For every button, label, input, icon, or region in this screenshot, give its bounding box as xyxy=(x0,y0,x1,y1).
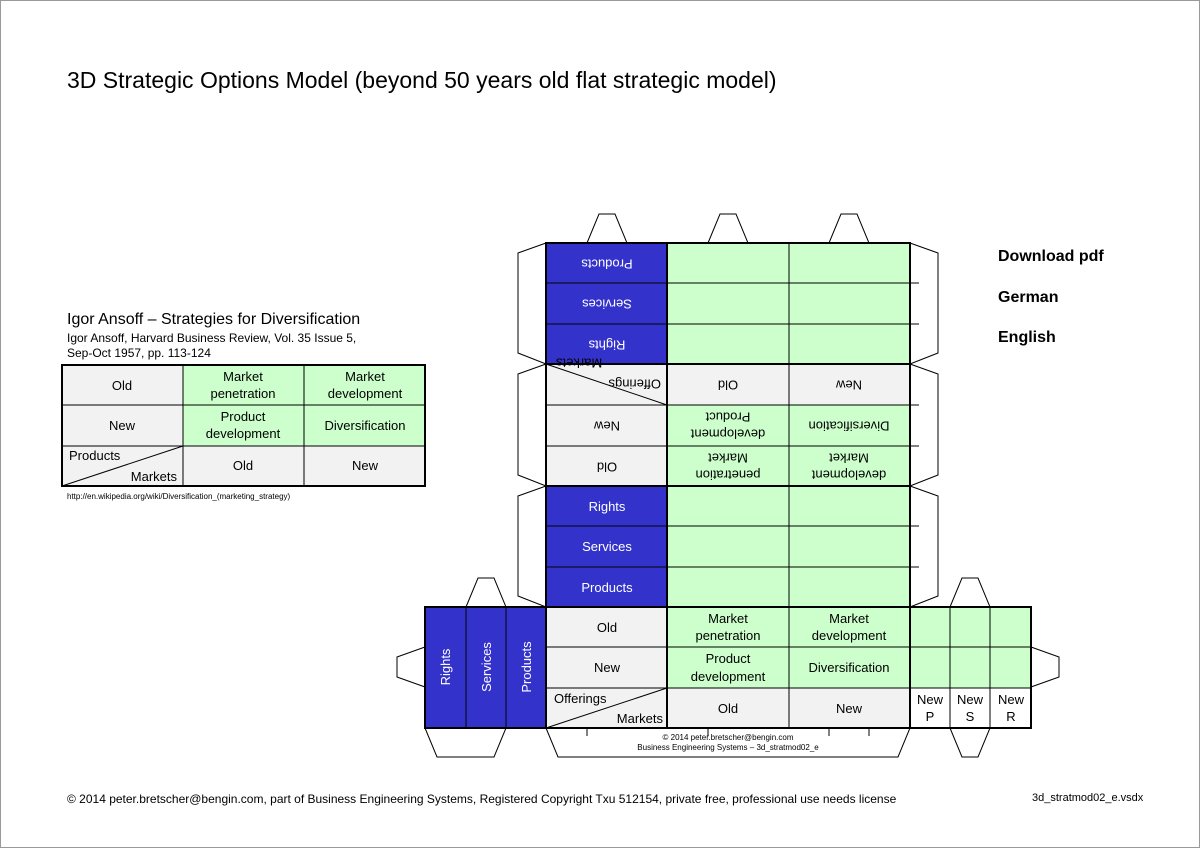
right-white-strip xyxy=(910,688,1031,728)
ansoff-row-new: New xyxy=(109,418,136,433)
cube-new-r-line1: New xyxy=(998,692,1025,707)
ansoff-reference-line2: Sep-Oct 1957, pp. 113-124 xyxy=(67,346,211,360)
english-link[interactable]: English xyxy=(998,329,1056,346)
ansoff-corner-markets: Markets xyxy=(131,469,178,484)
ansoff-cell-market-penetration xyxy=(183,365,304,405)
cube-new-s-line2: S xyxy=(966,709,975,724)
cube-col-old: Old xyxy=(718,701,738,716)
ansoff-diversification: Diversification xyxy=(325,418,406,433)
middle-label-products: Products xyxy=(581,580,633,595)
cube-net: Products Services Rights Old New New Old… xyxy=(396,213,1060,758)
cube-market-penetration-line1: Market xyxy=(708,611,748,626)
strip-label-products: Products xyxy=(519,641,534,693)
ansoff-cell-new xyxy=(62,405,183,446)
ansoff-cell-diversification xyxy=(304,405,425,446)
middle-label-services: Services xyxy=(582,539,632,554)
top-label-products: Products xyxy=(581,257,633,272)
ansoff-market-penetration-line1: Market xyxy=(223,369,263,384)
ansoff-corner-products: Products xyxy=(69,448,121,463)
flipped-corner-offerings: Offerings xyxy=(608,376,661,391)
strip-label-rights: Rights xyxy=(438,648,453,685)
bottom-blue-strip xyxy=(425,607,546,728)
middle-blue-panel xyxy=(546,486,667,607)
cube-product-development-line1: Product xyxy=(706,651,751,666)
cube-outlines xyxy=(424,242,1032,729)
flipped-diversification: Diversification xyxy=(809,419,890,434)
ansoff-market-penetration-line2: penetration xyxy=(210,386,275,401)
ansoff-cell-market-development xyxy=(304,365,425,405)
inner-file-label: Business Engineering Systems – 3d_stratm… xyxy=(637,743,819,752)
ansoff-cell-col-new xyxy=(304,446,425,486)
cube-row-old: Old xyxy=(597,620,617,635)
cube-diversification: Diversification xyxy=(809,660,890,675)
cube-product-development-line2: development xyxy=(691,669,766,684)
top-blue-panel xyxy=(546,243,667,364)
strip-label-services: Services xyxy=(479,642,494,692)
cube-market-development-line1: Market xyxy=(829,611,869,626)
ansoff-col-old: Old xyxy=(233,458,253,473)
cube-market-development-line2: development xyxy=(812,628,887,643)
cube-new-p-line1: New xyxy=(917,692,944,707)
flipped-market-development-line2: development xyxy=(811,468,886,483)
ansoff-reference-line1: Igor Ansoff, Harvard Business Review, Vo… xyxy=(67,331,357,345)
wikipedia-link[interactable]: http://en.wikipedia.org/wiki/Diversifica… xyxy=(67,492,291,501)
ansoff-col-new: New xyxy=(352,458,379,473)
cube-new-p-line2: P xyxy=(926,709,935,724)
ansoff-market-development-line2: development xyxy=(328,386,403,401)
cube-grid xyxy=(465,243,1031,729)
flipped-row-new: New xyxy=(593,419,620,434)
download-pdf-link[interactable]: Download pdf xyxy=(998,248,1104,265)
glue-tabs xyxy=(396,213,1060,758)
flipped-product-development-line1: Product xyxy=(705,410,750,425)
cube-row-new: New xyxy=(594,660,621,675)
top-label-services: Services xyxy=(582,297,632,312)
ansoff-product-development-line1: Product xyxy=(221,409,266,424)
ansoff-cell-product-development xyxy=(183,405,304,446)
cube-market-penetration-line2: penetration xyxy=(695,628,760,643)
ansoff-cell-old xyxy=(62,365,183,405)
top-label-rights: Rights xyxy=(588,338,625,353)
flipped-market-penetration-line2: penetration xyxy=(695,468,760,483)
cube-new-r-line2: R xyxy=(1006,709,1015,724)
flipped-market-penetration-line1: Market xyxy=(708,451,748,466)
cube-col-new: New xyxy=(836,701,863,716)
footer-filename: 3d_stratmod02_e.vsdx xyxy=(1032,792,1144,804)
ansoff-cell-col-old xyxy=(183,446,304,486)
page-title: 3D Strategic Options Model (beyond 50 ye… xyxy=(67,67,777,93)
flipped-row-old: Old xyxy=(597,460,617,475)
flipped-product-development-line2: development xyxy=(690,427,765,442)
german-link[interactable]: German xyxy=(998,289,1059,306)
ansoff-row-old: Old xyxy=(112,378,132,393)
ansoff-matrix: Old Market penetration Market developmen… xyxy=(61,364,426,487)
flipped-market-development-line1: Market xyxy=(829,451,869,466)
ansoff-product-development-line2: development xyxy=(206,426,281,441)
cube-corner-offerings: Offerings xyxy=(554,691,607,706)
inner-copyright: © 2014 peter.bretscher@bengin.com xyxy=(663,733,794,742)
footer-copyright: © 2014 peter.bretscher@bengin.com, part … xyxy=(67,792,897,806)
cube-new-s-line1: New xyxy=(957,692,984,707)
flipped-corner-markets: Markets xyxy=(556,355,603,370)
flipped-col-new: New xyxy=(835,378,862,393)
middle-label-rights: Rights xyxy=(589,499,626,514)
cube-corner-markets: Markets xyxy=(617,711,664,726)
flipped-col-old: Old xyxy=(718,378,738,393)
ansoff-heading: Igor Ansoff – Strategies for Diversifica… xyxy=(67,311,361,328)
ansoff-market-development-line1: Market xyxy=(345,369,385,384)
edge-ticks xyxy=(586,728,870,736)
